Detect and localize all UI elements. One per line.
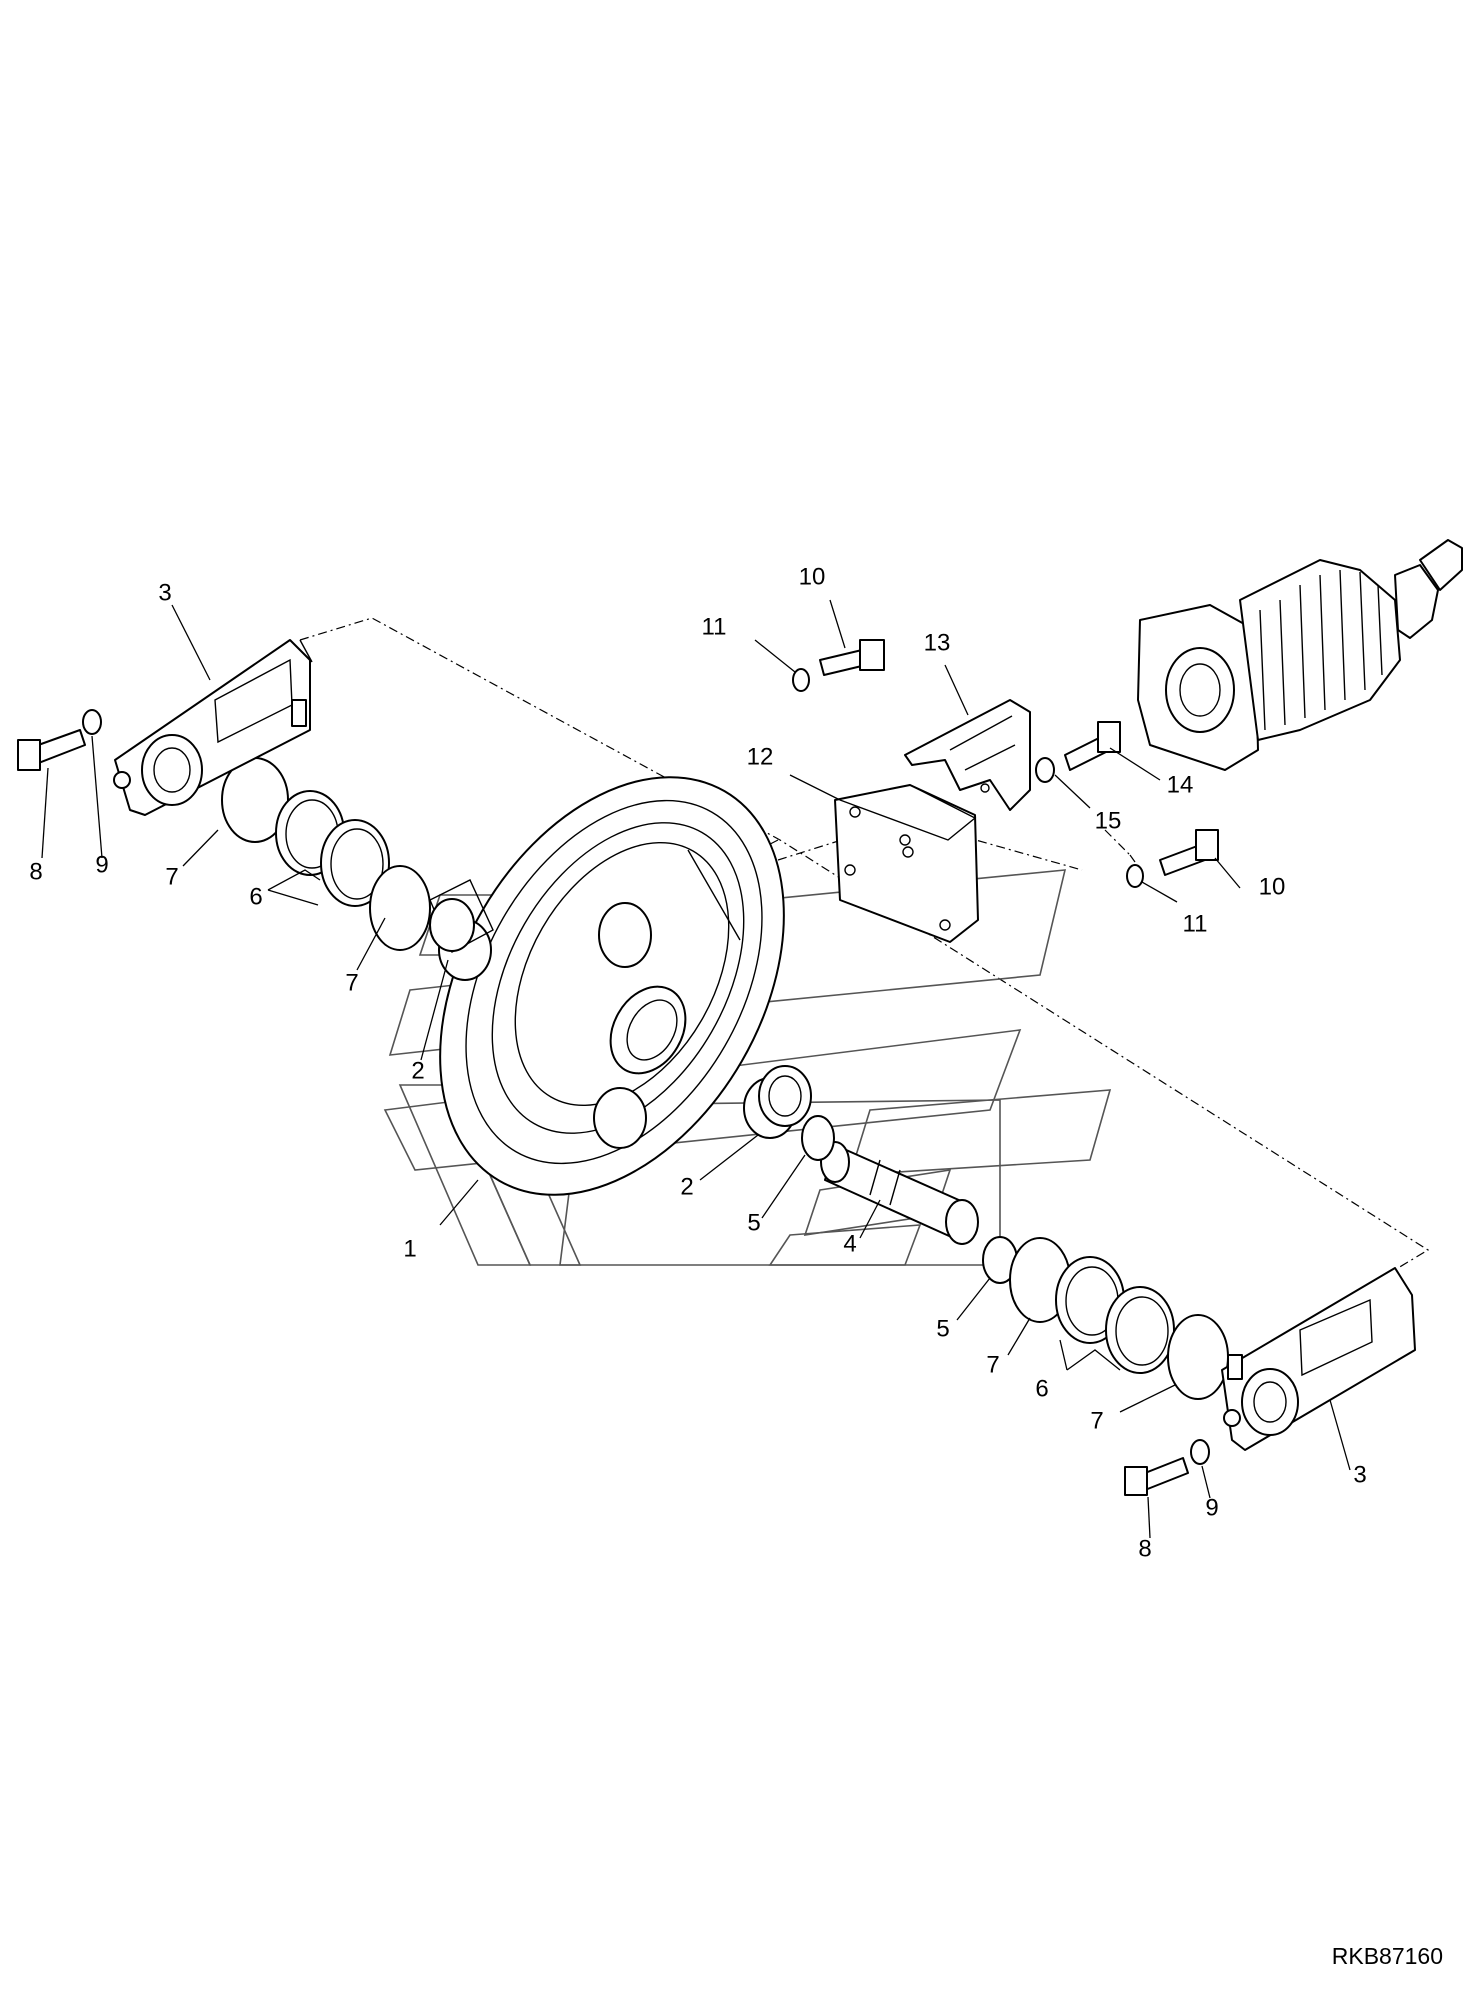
bolt-washer-side [1035, 721, 1121, 783]
callout-7: 7 [1090, 1407, 1103, 1434]
callout-10: 10 [1259, 873, 1286, 900]
callout-2: 2 [411, 1057, 424, 1084]
callout-labels: 1 2 2 3 3 4 5 5 6 6 7 7 7 7 8 8 9 9 10 1… [29, 563, 1366, 1562]
callout-6: 6 [249, 883, 262, 910]
o-rings [801, 1115, 1018, 1284]
bushing-left [429, 879, 494, 981]
reference-code: RKB87160 [1332, 1943, 1443, 1969]
callout-1: 1 [403, 1235, 416, 1262]
callout-7: 7 [986, 1351, 999, 1378]
callout-5: 5 [747, 1209, 760, 1236]
callout-8: 8 [1138, 1535, 1151, 1562]
mounting-block [834, 784, 979, 943]
recoil-spring-assembly [1137, 539, 1463, 771]
bearing-block-right [1221, 1267, 1416, 1451]
callout-14: 14 [1167, 771, 1194, 798]
callout-7: 7 [345, 969, 358, 996]
callout-10: 10 [799, 563, 826, 590]
callout-15: 15 [1095, 807, 1122, 834]
callout-3: 3 [158, 579, 171, 606]
callout-5: 5 [936, 1315, 949, 1342]
idler-wheel [439, 776, 785, 1196]
callout-2: 2 [680, 1173, 693, 1200]
seal-set-left [221, 757, 431, 951]
bolt-washer-mid [1126, 829, 1219, 888]
callout-7: 7 [165, 863, 178, 890]
bolt-washer-right [1124, 1439, 1210, 1496]
callout-6: 6 [1035, 1375, 1048, 1402]
callout-4: 4 [843, 1230, 856, 1257]
callout-9: 9 [1205, 1494, 1218, 1521]
callout-3: 3 [1353, 1461, 1366, 1488]
bushing-right [743, 1065, 812, 1139]
callout-11: 11 [702, 613, 727, 640]
callout-12: 12 [747, 743, 774, 770]
callout-9: 9 [95, 851, 108, 878]
bracket [904, 699, 1031, 811]
callout-11: 11 [1183, 910, 1208, 937]
bolt-washer-left [17, 709, 102, 771]
callout-8: 8 [29, 858, 42, 885]
leader-lines [41, 599, 1351, 1539]
callout-13: 13 [924, 629, 951, 656]
seal-set-right [1009, 1237, 1229, 1400]
bearing-block-left [113, 639, 313, 816]
bolt-washer-top [792, 639, 885, 692]
